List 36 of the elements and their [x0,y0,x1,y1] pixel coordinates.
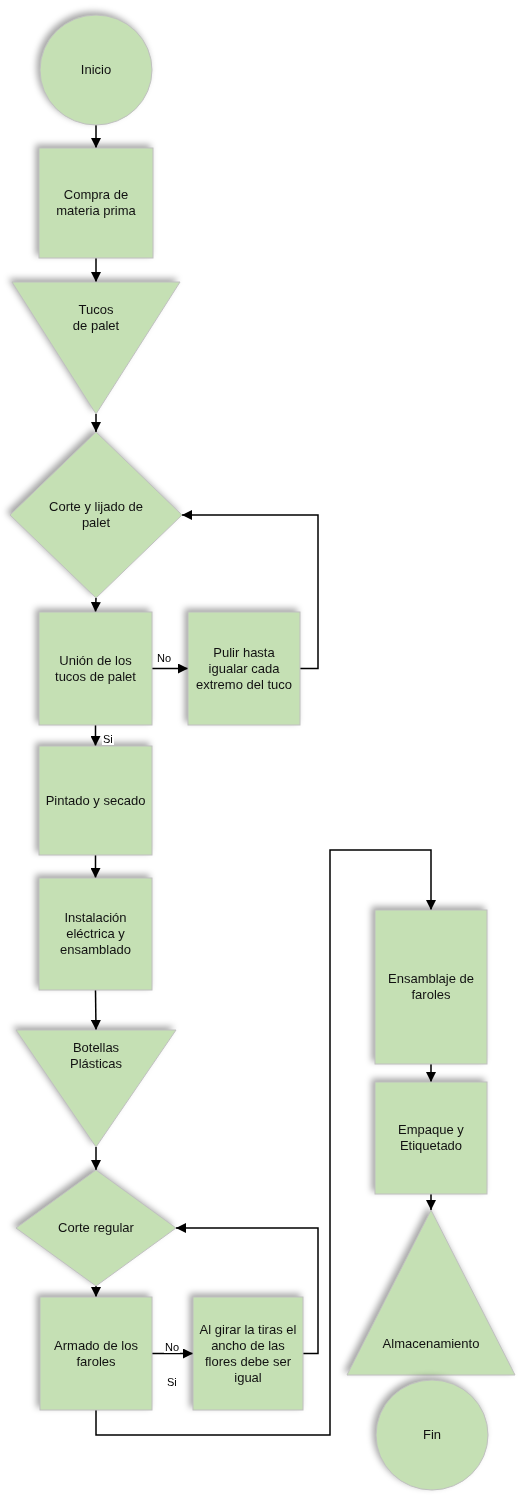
arrow [175,1223,319,1355]
node-label: Armado de los faroles [53,1337,139,1370]
node-label: Compra de materia prima [55,187,137,219]
node-label: Instalación eléctrica y ensamblado [59,910,132,958]
edge-label: No [156,652,173,664]
arrow [91,1146,101,1171]
edge-label: Si [166,1376,178,1388]
node-label: Inicio [79,62,113,78]
arrow [90,724,101,747]
arrow [91,124,101,149]
node-label: Corte regular [57,1220,135,1236]
node-label: Tucos de palet [71,302,121,334]
node-label: Al girar la tiras el ancho de las flores debe ser igual [199,1321,297,1386]
node-label: Ensamblaje de faroles [387,971,475,1003]
node-label: Botellas Plásticas [69,1040,123,1072]
node-label: Empaque y Etiquetado [397,1122,465,1154]
arrow [90,989,101,1031]
node-label: Fin [421,1427,443,1443]
arrow [181,510,319,670]
arrow [426,1063,436,1083]
arrow [151,1348,194,1359]
arrow [151,663,189,674]
node-label: Unión de los tucos de palet [54,652,137,685]
arrow [95,849,436,1436]
arrow [90,597,101,613]
arrow [90,854,101,879]
node-label: Almacenamiento [381,1336,481,1352]
node-label: Corte y lijado de palet [48,499,144,531]
node-label: Pintado y secado [45,792,146,809]
edge-label: Si [102,733,114,745]
arrow [91,257,101,283]
arrow [91,413,101,433]
arrow [91,1285,101,1298]
node-label: Pulir hasta igualar cada extremo del tuco [194,644,294,693]
arrow [426,1193,436,1211]
edge-label: No [164,1341,181,1353]
